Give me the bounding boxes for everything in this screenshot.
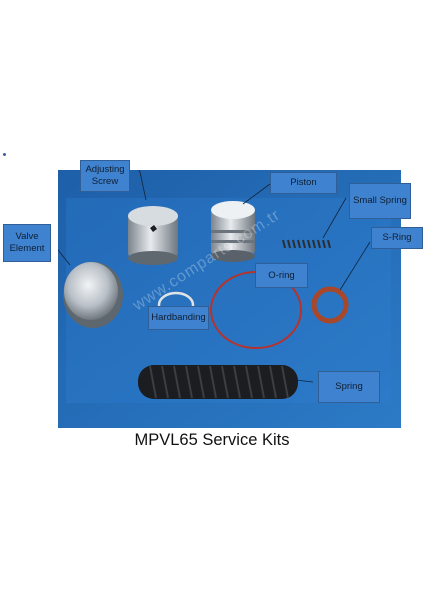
label-spring: Spring <box>318 371 380 403</box>
label-adjusting-screw: Adjusting Screw <box>80 160 130 192</box>
s-ring-part <box>311 286 349 324</box>
adjusting-screw-part <box>128 206 178 265</box>
label-piston: Piston <box>270 172 337 194</box>
stray-dot <box>3 153 6 156</box>
label-hardbanding-text: Hardbanding <box>151 312 206 323</box>
label-small-spring: Small Spring <box>349 183 411 219</box>
label-valve-element-text: Valve Element <box>9 231 45 254</box>
label-adjusting-screw-text: Adjusting Screw <box>85 164 125 187</box>
service-kit-photo <box>58 170 401 428</box>
label-o-ring: O-ring <box>255 263 308 288</box>
label-hardbanding: Hardbanding <box>148 306 209 330</box>
label-s-ring-text: S-Ring <box>382 232 412 243</box>
small-spring-part <box>282 239 331 249</box>
label-spring-text: Spring <box>335 381 363 392</box>
label-s-ring: S-Ring <box>371 227 423 249</box>
spring-part <box>138 365 298 399</box>
label-small-spring-text: Small Spring <box>353 195 407 206</box>
label-o-ring-text: O-ring <box>268 269 295 281</box>
photo-caption: MPVL65 Service Kits <box>134 431 290 449</box>
label-piston-text: Piston <box>290 177 317 188</box>
piston-part <box>211 201 255 262</box>
valve-element-part <box>63 262 123 328</box>
label-valve-element: Valve Element <box>3 224 51 262</box>
